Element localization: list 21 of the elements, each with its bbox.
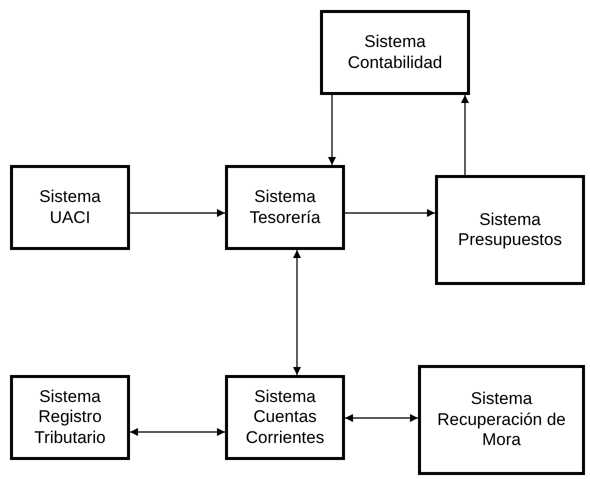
arrow [293,250,301,375]
system-box [10,165,130,250]
system-label: Sistema UACI [38,187,102,228]
system-label: Sistema Cuentas Corrientes [244,386,326,448]
arrow [130,209,225,217]
arrow [130,428,225,436]
arrow [461,95,469,175]
system-label: Sistema Registro Tributario [33,386,107,448]
arrow [345,414,418,422]
system-label: Sistema Tesorería [248,187,322,228]
arrow [328,95,336,165]
system-box [225,375,345,460]
system-box [225,165,345,250]
system-label: Sistema Recuperación de Mora [436,389,567,451]
arrow [345,209,435,217]
system-box [10,375,130,460]
system-label: Sistema Contabilidad [346,32,444,73]
system-box [418,365,585,475]
system-box [435,175,585,285]
system-box [320,10,470,95]
system-label: Sistema Presupuestos [457,210,563,250]
